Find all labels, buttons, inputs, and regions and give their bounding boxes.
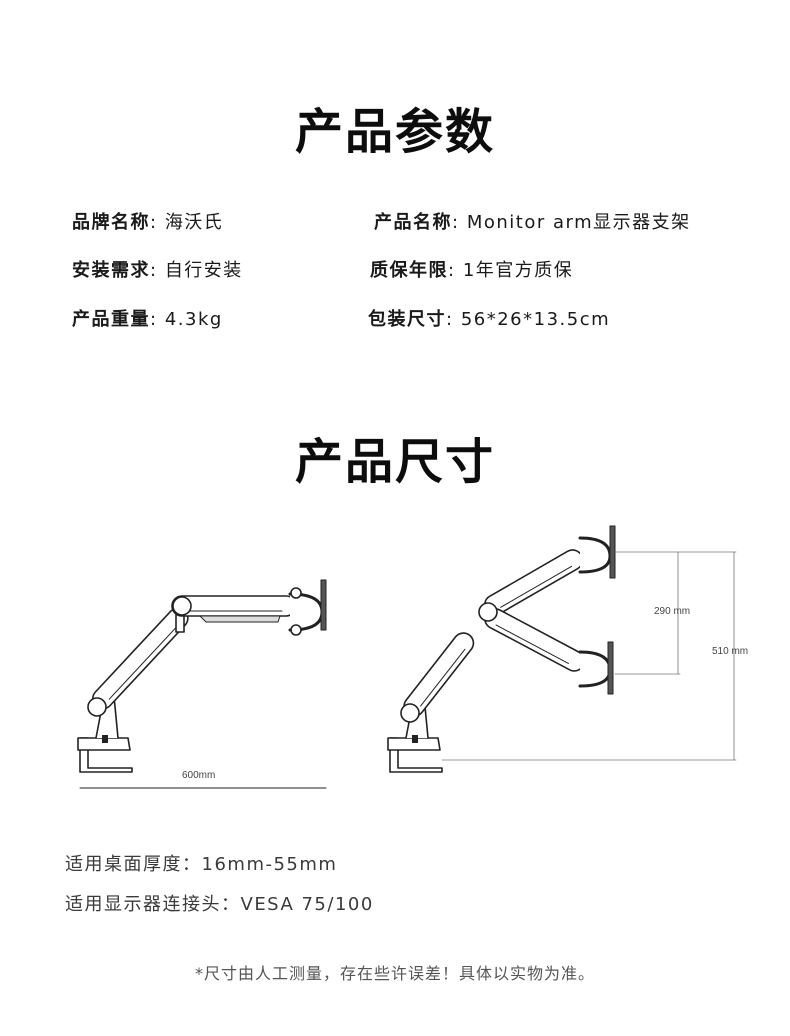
spec-product-name-key: 产品名称 <box>374 212 452 233</box>
spec-brand-value: 海沃氏 <box>164 212 224 233</box>
spec-weight-value: 4.3kg <box>164 309 223 330</box>
spec-weight-sep: : <box>150 309 158 330</box>
spec-warranty-sep: : <box>448 260 456 281</box>
spec-install-value: 自行安装 <box>164 260 243 281</box>
disclaimer: *尺寸由人工测量，存在些许误差！具体以实物为准。 <box>194 964 595 983</box>
spec-package-size-value: 56*26*13.5cm <box>460 309 611 330</box>
spec-install-key: 安装需求 <box>72 260 150 281</box>
dim-height-label: 510 mm <box>712 646 748 657</box>
spec-product-name-sep: : <box>452 212 460 233</box>
spec-install-sep: : <box>150 260 158 281</box>
dim-adjust-label: 290 mm <box>654 606 690 617</box>
note-vesa: 适用显示器连接头：VESA 75/100 <box>65 894 374 915</box>
dimension-diagram: 600mm <box>77 525 748 789</box>
spec-weight-key: 产品重量 <box>72 309 150 330</box>
spec-package-size: 包装尺寸: 56*26*13.5cm <box>368 305 610 331</box>
note-desk-thickness: 适用桌面厚度：16mm-55mm <box>65 854 338 875</box>
spec-weight: 产品重量: 4.3kg <box>72 305 223 331</box>
spec-package-size-key: 包装尺寸 <box>368 309 446 330</box>
dim-depth-label: 600mm <box>182 770 215 781</box>
section-title-dimensions: 产品尺寸 <box>294 434 495 490</box>
spec-warranty-value: 1年官方质保 <box>462 260 574 281</box>
arm-side-view <box>77 579 327 789</box>
spec-package-size-sep: : <box>446 309 454 330</box>
arm-range-view <box>387 525 737 773</box>
spec-brand-sep: : <box>150 212 158 233</box>
spec-warranty-key: 质保年限 <box>370 260 448 281</box>
spec-product-name-value: Monitor arm显示器支架 <box>466 212 691 233</box>
spec-product-name: 产品名称: Monitor arm显示器支架 <box>374 208 691 234</box>
spec-install: 安装需求: 自行安装 <box>72 256 243 282</box>
spec-brand: 品牌名称: 海沃氏 <box>72 208 223 234</box>
spec-brand-key: 品牌名称 <box>72 212 150 233</box>
section-title-params: 产品参数 <box>294 104 495 160</box>
spec-warranty: 质保年限: 1年官方质保 <box>370 256 573 282</box>
